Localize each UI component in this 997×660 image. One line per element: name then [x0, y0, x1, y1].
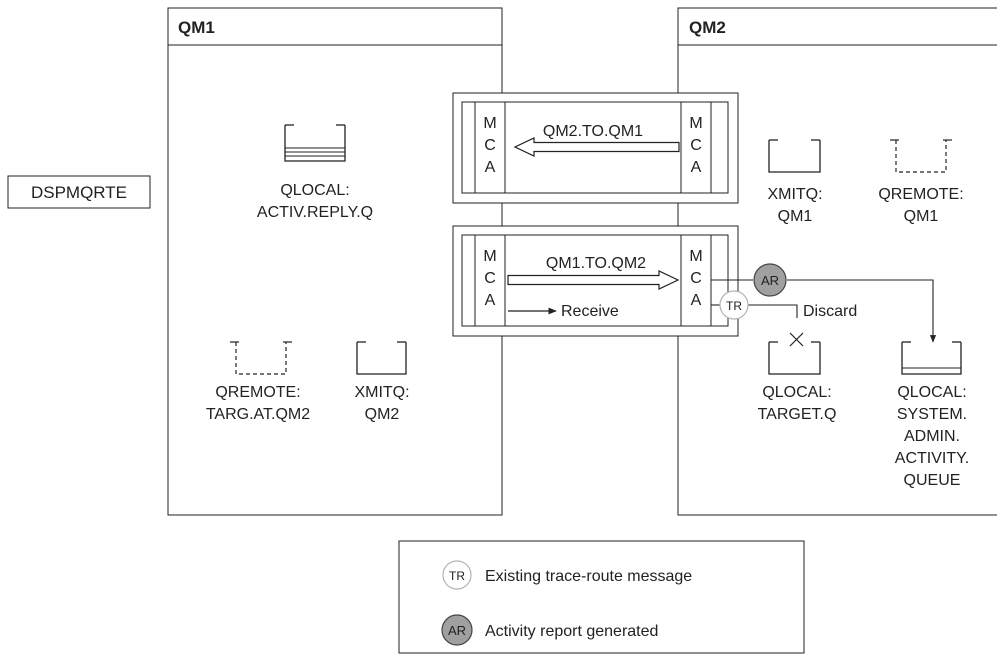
channel-qm2-to-qm1: M C A M C A QM2.TO.QM1 — [452, 92, 739, 204]
xmitq-qm2-queue: XMITQ: QM2 — [354, 341, 410, 423]
hollow-arrow-right-icon — [507, 270, 680, 290]
dspmqrte-label: DSPMQRTE — [31, 183, 127, 202]
qm1-title: QM1 — [178, 18, 215, 37]
transmission-queue-icon — [768, 140, 821, 173]
mca-letter: M — [483, 248, 496, 265]
activity-queue-name-1: SYSTEM. — [897, 406, 967, 423]
tr-badge-text: TR — [726, 299, 742, 313]
qremote-qm1-type: QREMOTE: — [878, 186, 963, 203]
targ-at-qm2-type: QREMOTE: — [215, 384, 300, 401]
targ-at-qm2-name: TARG.AT.QM2 — [206, 406, 310, 423]
dspmqrte-command-box: DSPMQRTE — [7, 175, 151, 209]
mca-letter: A — [691, 159, 702, 176]
activity-queue-name-4: QUEUE — [904, 472, 961, 489]
mca-receiver-box — [680, 234, 712, 327]
target-queue-name: TARGET.Q — [758, 406, 837, 423]
channel-qm2-to-qm1-label: QM2.TO.QM1 — [543, 123, 643, 140]
mca-letter: M — [483, 115, 496, 132]
ar-badge-text: AR — [761, 273, 779, 288]
mca-letter: A — [485, 292, 496, 309]
local-queue-icon — [768, 342, 821, 375]
legend-ar-icon: AR — [441, 614, 473, 646]
legend-ar-label: Activity report generated — [485, 623, 658, 640]
transmission-queue-icon — [356, 342, 407, 375]
activity-queue-name-3: ACTIVITY. — [895, 450, 969, 467]
xmitq-qm2-type: XMITQ: — [354, 384, 409, 401]
channel-qm1-to-qm2-label: QM1.TO.QM2 — [546, 255, 646, 272]
targ-at-qm2-remote-queue: QREMOTE: TARG.AT.QM2 — [206, 341, 310, 423]
activ-reply-queue-type: QLOCAL: — [280, 182, 349, 199]
mca-letter: A — [485, 159, 496, 176]
discard-path — [748, 304, 798, 318]
mca-sender-box — [474, 101, 506, 194]
qm2-title: QM2 — [689, 18, 726, 37]
legend-tr-icon: TR — [442, 560, 472, 590]
target-queue: QLOCAL: TARGET.Q — [758, 341, 837, 423]
mca-letter: A — [691, 292, 702, 309]
legend-tr-label: Existing trace-route message — [485, 568, 692, 585]
local-queue-icon — [284, 125, 346, 162]
mca-letter: C — [690, 137, 702, 154]
legend-tr-text: TR — [449, 569, 465, 583]
mca-letter: C — [690, 270, 702, 287]
activity-queue-name-2: ADMIN. — [904, 428, 960, 445]
qremote-qm1-name: QM1 — [904, 208, 939, 225]
hollow-arrow-left-icon — [513, 137, 680, 157]
xmitq-qm1-name: QM1 — [778, 208, 813, 225]
activ-reply-queue: QLOCAL: ACTIV.REPLY.Q — [257, 124, 373, 221]
xmitq-qm2-name: QM2 — [365, 406, 400, 423]
mca-sender-box — [474, 234, 506, 327]
activity-report-to-queue-arrow — [787, 279, 937, 343]
mca-letter: C — [484, 137, 496, 154]
mca-receiver-box — [680, 101, 712, 194]
remote-queue-icon — [235, 342, 287, 375]
mca-letter: C — [484, 270, 496, 287]
receive-label: Receive — [561, 303, 619, 320]
tr-badge-icon: TR — [719, 290, 749, 320]
activity-queue-type: QLOCAL: — [897, 384, 966, 401]
xmitq-qm1-type: XMITQ: — [767, 186, 822, 203]
activity-queue: QLOCAL: SYSTEM. ADMIN. ACTIVITY. QUEUE — [895, 341, 969, 489]
target-queue-type: QLOCAL: — [762, 384, 831, 401]
discard-x-icon — [789, 332, 804, 347]
mca-letter: M — [689, 115, 702, 132]
local-queue-icon — [901, 342, 962, 375]
activ-reply-queue-name: ACTIV.REPLY.Q — [257, 204, 373, 221]
xmitq-qm1-queue: XMITQ: QM1 — [767, 139, 823, 225]
remote-queue-icon — [895, 140, 947, 173]
legend: TR Existing trace-route message AR Activ… — [398, 540, 805, 654]
ar-badge-icon: AR — [753, 263, 787, 297]
mca-letter: M — [689, 248, 702, 265]
channel-qm1-to-qm2: M C A M C A QM1.TO.QM2 Receive — [452, 225, 739, 337]
discard-label: Discard — [803, 303, 857, 320]
qremote-qm1-queue: QREMOTE: QM1 — [878, 139, 964, 225]
qm1-box: QM1 — [167, 7, 503, 516]
legend-ar-text: AR — [448, 623, 466, 638]
